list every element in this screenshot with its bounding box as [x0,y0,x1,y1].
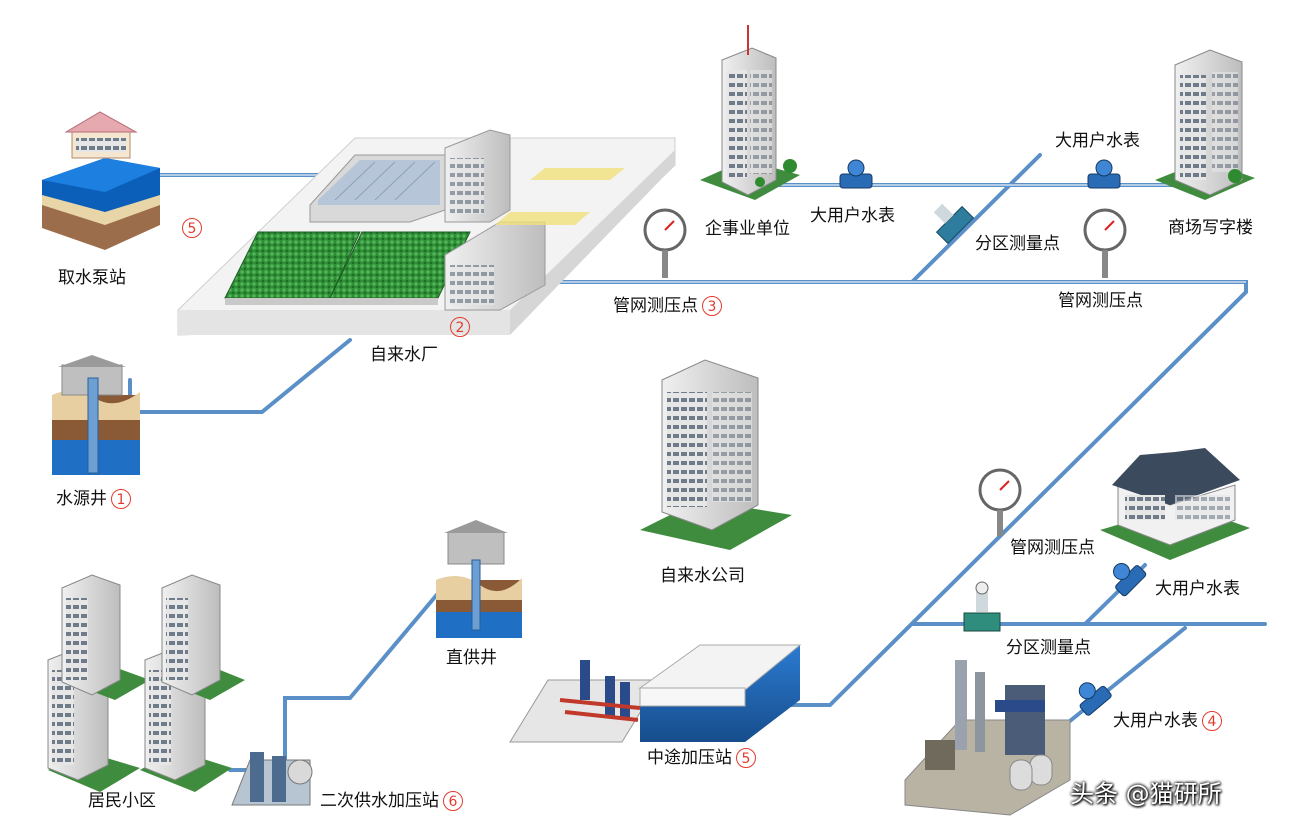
watermark: 头条 @猫研所 [1070,780,1222,808]
source-well-number: 1 [111,489,131,509]
booster-station-graphic [509,644,802,743]
source-well-graphic [52,355,140,475]
industrial-plant-graphic [904,660,1071,816]
pressure-number: 3 [702,296,722,316]
intake-pump-station-graphic [42,111,160,250]
label-large-meter-2: 大用户水表 [1055,131,1140,151]
water-meters [839,159,1147,716]
label-commercial-office: 商场写字楼 [1168,218,1253,238]
label-zone-point-2: 分区测量点 [1006,638,1091,658]
label-direct-well: 直供井 [446,648,497,668]
label-residential: 居民小区 [88,791,156,811]
label-zone-point-1: 分区测量点 [975,234,1060,254]
label-pressure-point-2: 管网测压点 [1058,291,1143,311]
booster-number: 5 [736,748,756,768]
label-enterprise-unit: 企事业单位 [705,219,790,239]
plant-number: 2 [446,317,470,337]
label-pressure-point-3: 管网测压点 [1010,538,1095,558]
residential-buildings-graphic [47,574,245,792]
pipe-branch-north [910,153,1042,284]
pipe-well-to-plant [128,338,352,414]
secondary-number: 6 [443,791,463,811]
intake-number: 5 [178,218,202,238]
water-plant-graphic [177,129,676,336]
zone-flowmeters [933,203,1001,632]
direct-well-graphic [436,520,522,638]
label-large-meter-3: 大用户水表 [1155,579,1240,599]
meter4-number: 4 [1202,711,1222,731]
secondary-booster-graphic [231,752,313,806]
large-user-building-graphic [1100,448,1250,560]
commercial-building-graphic [1155,49,1255,200]
label-water-plant: 自来水厂 [370,345,438,365]
enterprise-building-graphic [700,25,800,200]
pipe-direct-to-secondary [228,583,447,772]
label-intake-pump-station: 取水泵站 [58,268,126,288]
label-large-meter-1: 大用户水表 [810,206,895,226]
label-water-company: 自来水公司 [660,566,745,586]
pressure-gauges [643,208,1127,536]
water-company-building-graphic [640,359,792,550]
